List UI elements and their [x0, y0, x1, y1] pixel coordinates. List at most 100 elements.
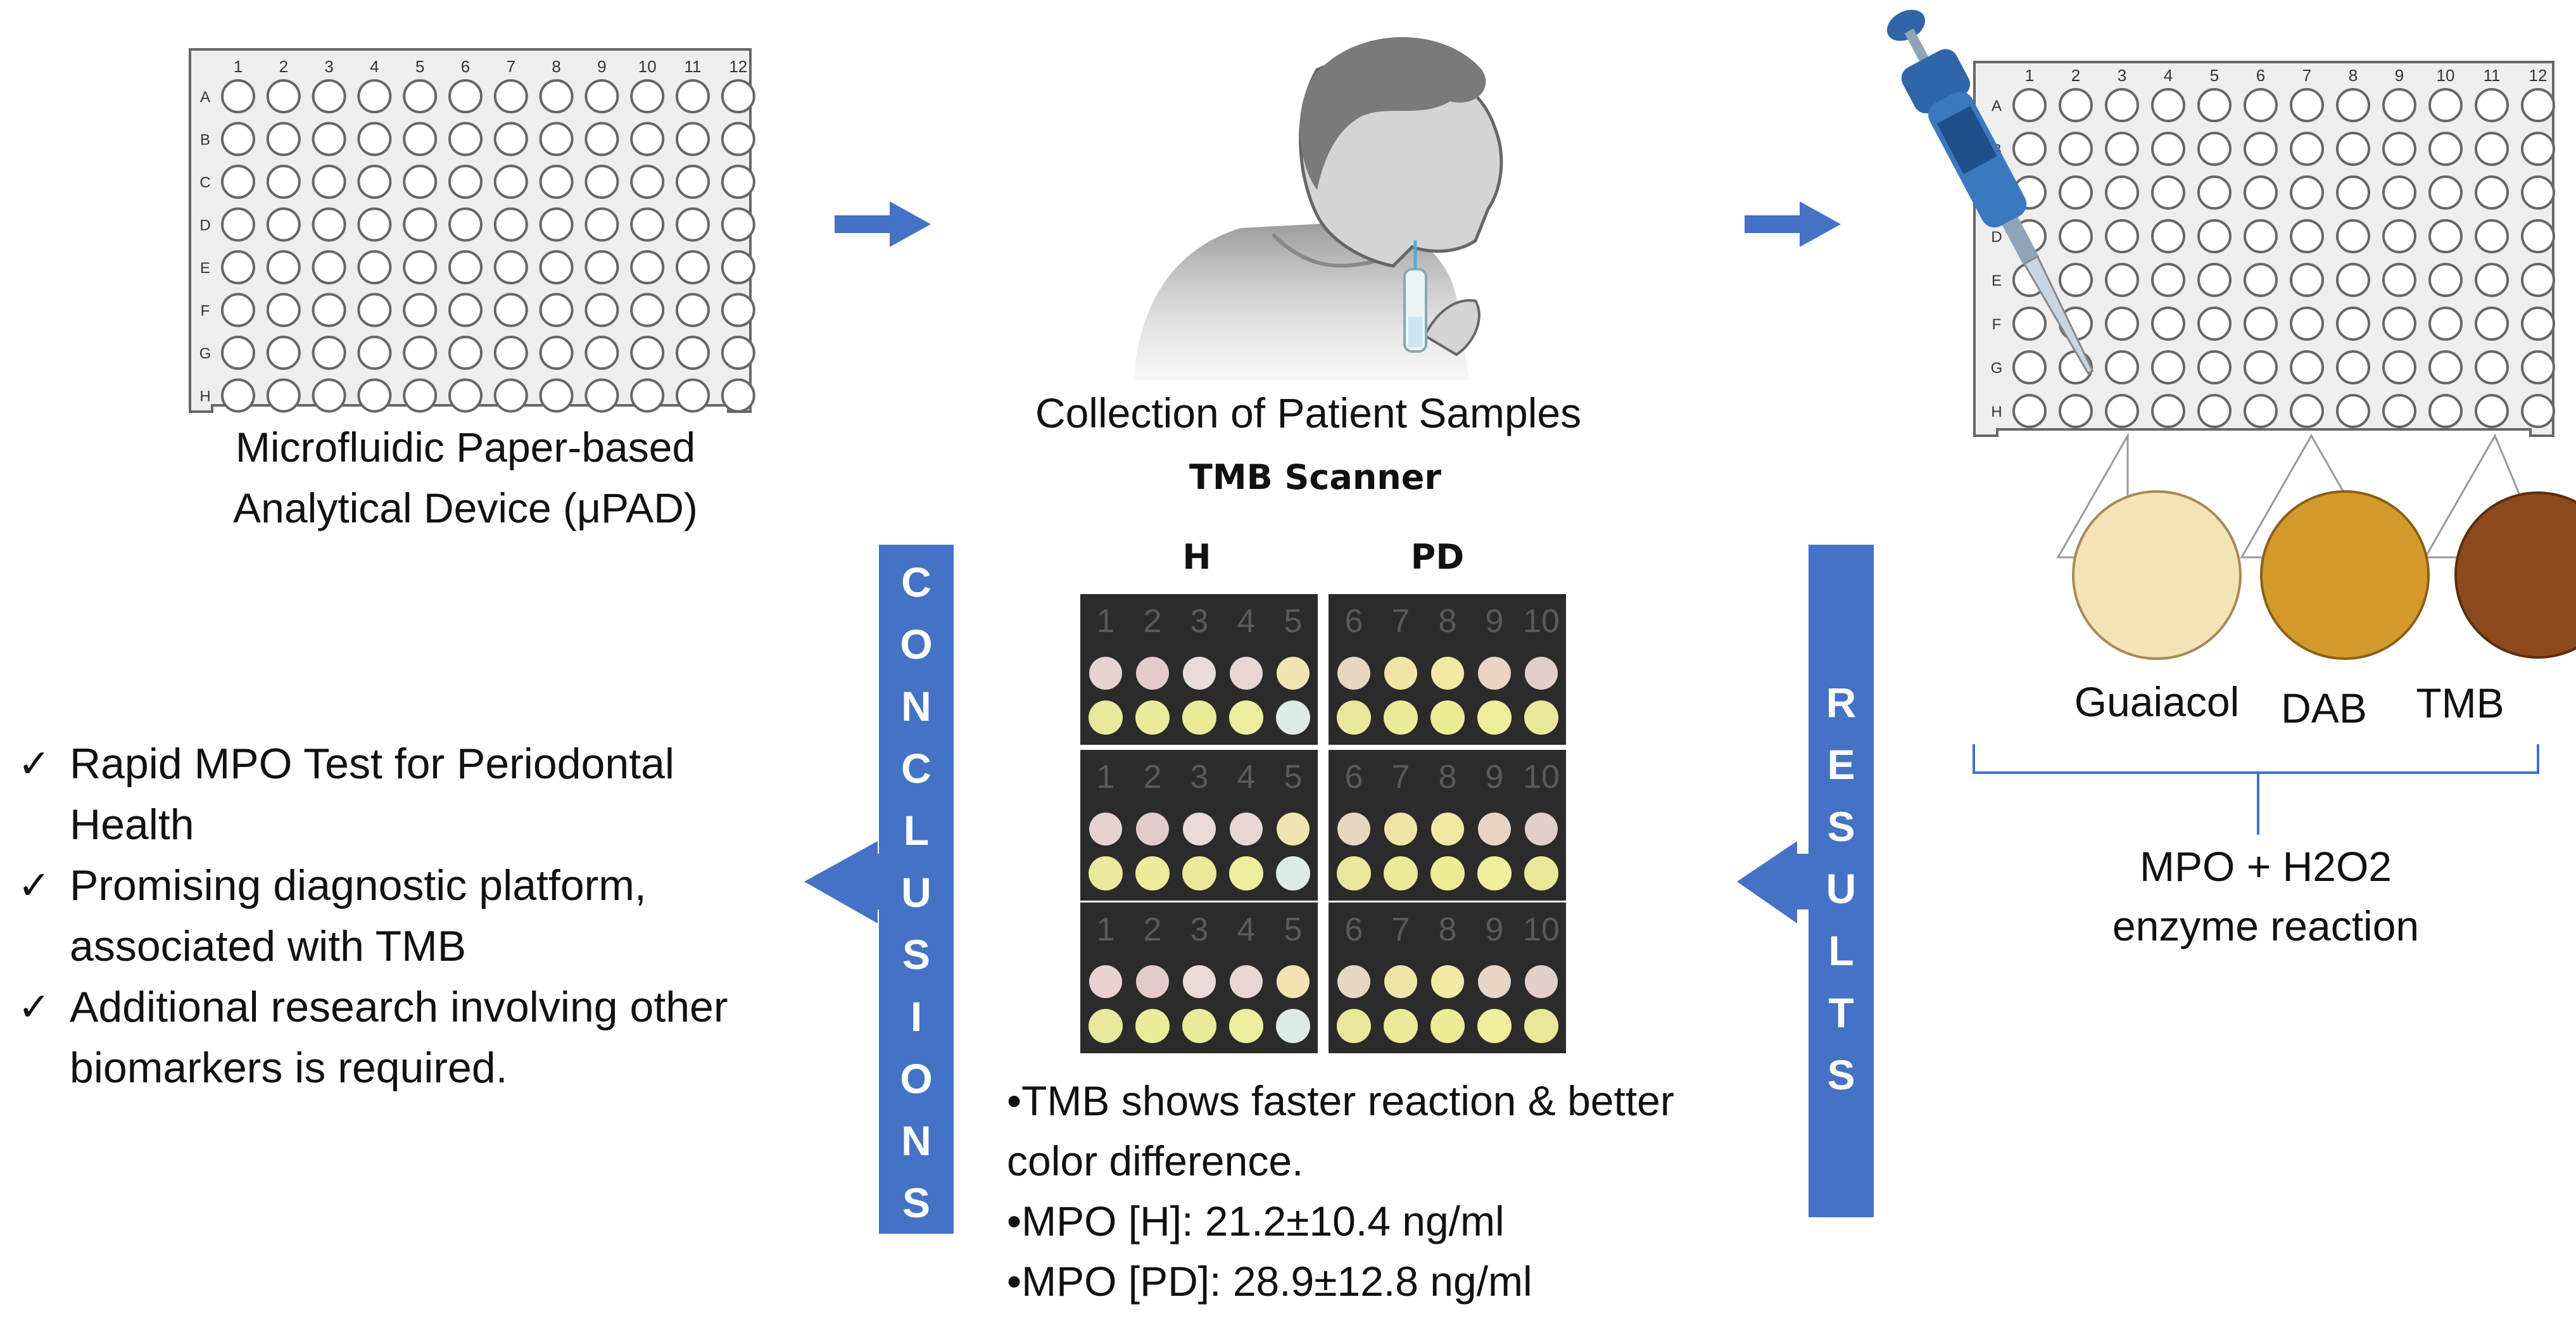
plate-column-label: 3: [324, 57, 333, 76]
plate-well: [357, 207, 392, 242]
plate-well: [2521, 307, 2555, 341]
finding-line1: •TMB shows faster reaction & better: [1007, 1077, 1674, 1124]
sample-spot-top: [1277, 813, 1310, 846]
reaction-line2: enzyme reaction: [2112, 902, 2420, 949]
plate-right-wells: [2012, 88, 2555, 428]
plate-well: [2428, 307, 2463, 341]
plate-well: [2244, 307, 2278, 341]
plate-left-wells: [221, 79, 755, 413]
sample-spot-top: [1525, 965, 1558, 998]
plate-well: [2382, 350, 2416, 384]
sample-number: 4: [1237, 911, 1256, 948]
plate-well: [2382, 219, 2416, 253]
plate-well: [357, 122, 392, 156]
sample-number: 3: [1190, 911, 1209, 948]
sample-spot-bottom: [1477, 856, 1512, 890]
bar-letter: U: [901, 869, 931, 916]
plate-well: [2151, 394, 2185, 428]
sample-spot-top: [1230, 657, 1263, 690]
plate-well: [448, 79, 483, 113]
plate-column-label: 12: [729, 57, 747, 76]
plate-well: [357, 250, 392, 284]
sample-number: 9: [1486, 603, 1504, 640]
sample-spot-top: [1384, 965, 1417, 998]
plate-column-label: 11: [685, 57, 702, 76]
checkmark-icon: ✓: [18, 862, 51, 908]
plate-well: [312, 122, 346, 156]
conclusion-item: ✓ Additional research involving other bi…: [18, 977, 728, 1098]
plate-well: [221, 250, 255, 284]
plate-well: [2382, 88, 2416, 122]
plate-well: [721, 165, 755, 199]
plate-column-label: 5: [2210, 66, 2219, 85]
plate-column-label: 7: [2302, 66, 2311, 85]
patient-icon: [1133, 37, 1503, 380]
plate-well: [630, 336, 665, 370]
plate-well: [493, 165, 528, 199]
sample-spot-top: [1431, 813, 1464, 846]
plate-well: [676, 336, 710, 370]
plate-row-label: D: [199, 217, 210, 234]
sample-number: 9: [1486, 759, 1504, 795]
finding-line2: color difference.: [1007, 1137, 1304, 1184]
plate-well: [2336, 394, 2370, 428]
plate-well: [676, 378, 710, 413]
plate-well: [493, 79, 528, 113]
plate-well: [2105, 88, 2139, 122]
plate-well: [2244, 394, 2278, 428]
plate-well: [539, 293, 574, 327]
plate-well: [312, 79, 346, 113]
plate-row-label: A: [200, 89, 210, 106]
sample-spot-bottom: [1135, 700, 1170, 735]
plate-well: [2428, 88, 2463, 122]
plate-well: [2105, 350, 2139, 384]
plate-well: [2521, 132, 2555, 166]
plate-well: [2105, 394, 2139, 428]
plate-well: [721, 336, 755, 370]
sample-number: 8: [1439, 603, 1457, 640]
plate-well: [676, 250, 710, 284]
plate-row-label: G: [1991, 360, 2003, 377]
sample-spot-top: [1478, 965, 1511, 998]
plate-well: [2475, 350, 2509, 384]
sample-spot-top: [1230, 965, 1263, 998]
sample-spot-bottom: [1524, 700, 1558, 735]
sample-spot-bottom: [1524, 1009, 1558, 1043]
plate-well: [266, 207, 301, 242]
plate-well: [2197, 263, 2232, 297]
bar-letter: L: [903, 807, 930, 854]
sample-spot-top: [1478, 813, 1511, 846]
plate-well: [493, 336, 528, 370]
plate-well: [357, 165, 392, 199]
sample-number: 5: [1284, 911, 1303, 948]
sample-spot-top: [1089, 965, 1122, 998]
plate-well: [221, 336, 255, 370]
plate-well: [2428, 175, 2463, 210]
sample-number: 9: [1486, 911, 1504, 948]
plate-column-label: 2: [2071, 66, 2080, 85]
plate-well: [584, 165, 619, 199]
plate-well: [2151, 263, 2185, 297]
sample-spot-bottom: [1089, 856, 1123, 890]
plate-well: [2244, 219, 2278, 253]
plate-column-label: 9: [2395, 66, 2404, 85]
sample-spot-bottom: [1337, 856, 1371, 890]
plate-row-label: C: [199, 174, 210, 191]
sample-spot-top: [1525, 813, 1558, 846]
plate-well: [539, 122, 574, 156]
plate-well: [2105, 307, 2139, 341]
plate-column-label: 8: [2349, 66, 2358, 85]
plate-well: [312, 293, 346, 327]
sample-spot-top: [1089, 813, 1122, 846]
plate-well: [539, 378, 574, 413]
plate-well: [2012, 394, 2047, 428]
bar-letter: L: [1828, 927, 1854, 974]
bar-letter: C: [901, 559, 931, 605]
sample-number: 4: [1237, 603, 1256, 640]
sample-spot-bottom: [1430, 1009, 1465, 1043]
plate-well: [2428, 350, 2463, 384]
plate-well: [357, 378, 392, 413]
plate-well: [266, 122, 301, 156]
plate-well: [2244, 263, 2278, 297]
